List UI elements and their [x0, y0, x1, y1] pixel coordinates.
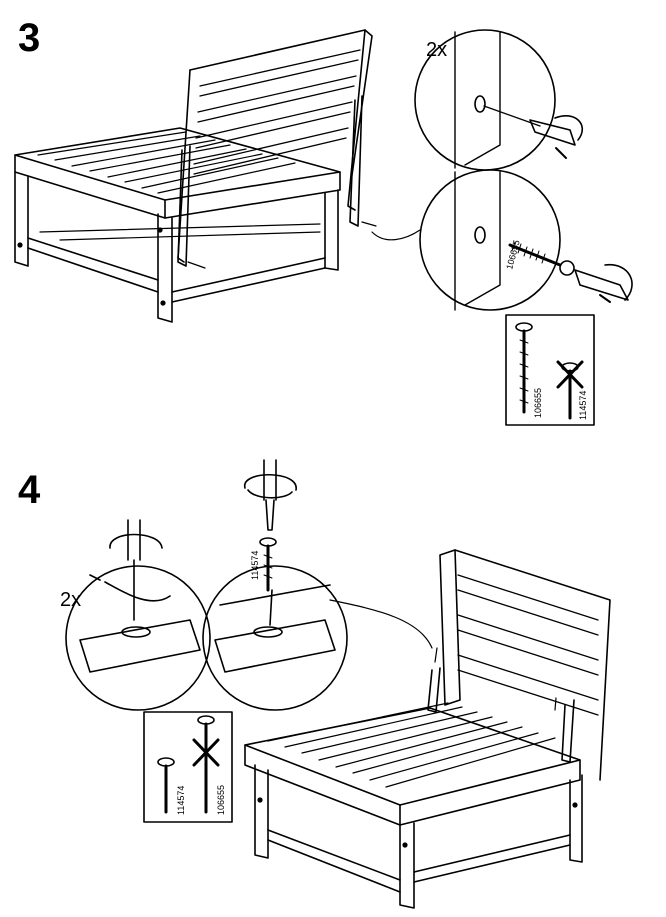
step-3-detail-screw-label: 106655	[504, 239, 521, 271]
step-4-quantity: 2x	[60, 589, 82, 611]
step-3-screw-selection-box: 106655 114574	[505, 314, 595, 426]
step-3-number: 3	[18, 16, 41, 60]
step-3-wrong-screw-label: 114574	[578, 391, 588, 420]
step-3-detail-drill	[414, 29, 584, 171]
step-3-detail-screw: 106655	[419, 169, 633, 311]
step-4-wrong-screw-label: 106655	[216, 785, 226, 815]
step-3-chair-illustration	[14, 29, 421, 323]
step-4-chair-illustration	[244, 549, 611, 909]
step-3-correct-screw-label: 106655	[533, 388, 543, 418]
step-4-detail-left	[65, 519, 211, 711]
step-4-detail-right: 114574	[202, 551, 348, 711]
step-4-screw-selection-box: 114574 106655	[143, 711, 233, 823]
step-4-number: 4	[18, 468, 41, 512]
step-4-correct-screw-label: 114574	[176, 786, 186, 815]
step-4-screwdriver-top	[244, 459, 297, 592]
step-4-detail-screw-label: 114574	[250, 551, 260, 580]
